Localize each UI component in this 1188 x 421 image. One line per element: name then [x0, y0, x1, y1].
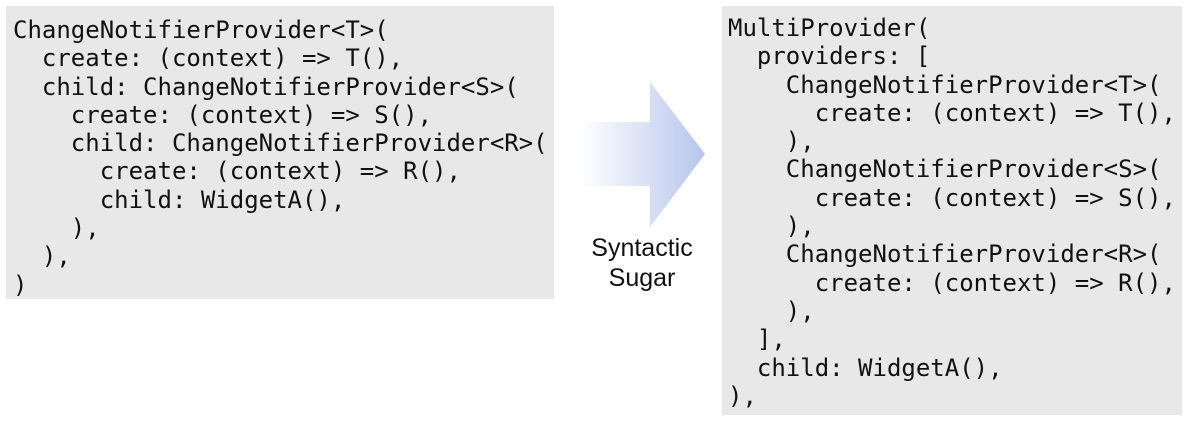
code-line: create: (context) => T(),: [13, 44, 404, 73]
code-line: create: (context) => S(),: [728, 183, 1176, 212]
code-line: ),: [728, 381, 757, 410]
code-line: ),: [728, 127, 815, 156]
sugared-code-block: MultiProvider( providers: [ ChangeNotifi…: [722, 6, 1182, 415]
code-line: ),: [13, 242, 71, 271]
code-line: create: (context) => T(),: [728, 98, 1176, 127]
code-line: child: WidgetA(),: [13, 185, 346, 214]
code-line: ChangeNotifierProvider<R>(: [728, 240, 1162, 269]
code-line: child: ChangeNotifierProvider<S>(: [13, 72, 519, 101]
code-line: ChangeNotifierProvider<T>(: [728, 70, 1162, 99]
arrow-label-line-2: Sugar: [608, 264, 676, 292]
code-line: child: ChangeNotifierProvider<R>(: [13, 129, 548, 158]
code-line: providers: [: [728, 42, 931, 71]
code-line: ],: [728, 325, 786, 354]
code-line: ): [13, 270, 28, 299]
original-code-block: ChangeNotifierProvider<T>( create: (cont…: [6, 6, 554, 299]
code-line: MultiProvider(: [728, 14, 931, 42]
code-line: create: (context) => R(),: [13, 157, 461, 186]
code-line: child: WidgetA(),: [728, 353, 1003, 382]
arrow-label-line-1: Syntactic: [591, 234, 693, 262]
code-line: ChangeNotifierProvider<S>(: [728, 155, 1162, 184]
code-line: ),: [728, 212, 815, 241]
code-line: create: (context) => R(),: [728, 268, 1176, 297]
code-line: ),: [13, 214, 100, 243]
code-line: ),: [728, 296, 815, 325]
code-line: ChangeNotifierProvider<T>(: [13, 16, 389, 44]
right-arrow-icon: [580, 82, 705, 227]
code-line: create: (context) => S(),: [13, 100, 433, 129]
